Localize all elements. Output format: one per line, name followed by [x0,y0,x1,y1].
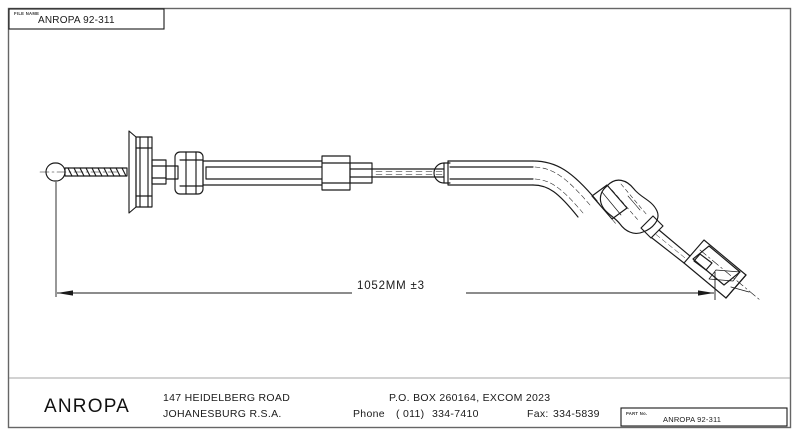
conduit-section-1 [202,160,323,186]
hex-adjuster-nut [165,151,204,195]
company-fax-number: 334-5839 [553,408,600,420]
company-address-line-1: 147 HEIDELBERG ROAD [163,392,291,404]
file-name-value: ANROPA 92-311 [38,15,115,26]
dimension-arrow-right [698,290,714,296]
part-no-box [620,407,788,427]
conduit-bend [532,160,598,218]
ferrule-collar-2 [433,162,451,184]
angled-end-ferrule [591,184,628,225]
threaded-rod [64,167,128,177]
conduit-section-3 [447,160,534,186]
company-phone-code: ( 011) [396,408,425,420]
part-no-label: PART No. [626,411,648,416]
company-address-line-2: JOHANESBURG R.S.A. [163,408,282,420]
dimension-arrow-left [57,290,73,296]
overall-length-dimension [55,182,716,300]
cable-assembly-drawing [39,130,761,301]
ferrule-collar-1 [321,155,351,191]
overall-length-callout: 1052MM ±3 [357,280,425,292]
company-phone-number: 334-7410 [432,408,479,420]
company-name: ANROPA [44,396,131,417]
company-fax-label: Fax: [527,408,549,420]
file-name-label: FILE NAME [14,11,40,16]
terminal-axis-line [699,249,761,301]
file-name-box [8,8,165,30]
company-phone-label: Phone [353,408,385,420]
terminal-connector-block [683,239,750,299]
company-postal-line: P.O. BOX 260164, EXCOM 2023 [389,392,551,404]
angled-mounting-plate [599,179,659,234]
part-no-value: ANROPA 92-311 [663,415,722,424]
output-rod [640,215,691,264]
inner-cable-run [371,168,445,178]
conduit-section-2 [349,162,373,184]
mounting-flange-bracket [128,130,167,214]
sheet-border [7,7,792,429]
